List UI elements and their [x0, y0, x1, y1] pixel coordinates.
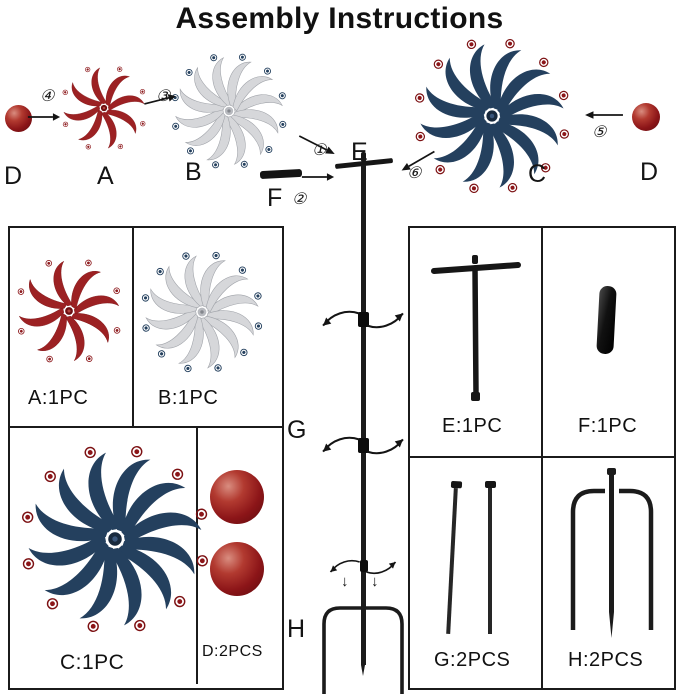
rod-g-part-1-icon: [446, 487, 458, 635]
part-label-f: F:1PC: [578, 415, 638, 437]
rotate-joint-2-icon: [322, 436, 404, 455]
red-ball-part-2-icon: [210, 542, 264, 596]
part-letter-d-right: D: [640, 158, 659, 186]
red-ball-part-1-icon: [210, 470, 264, 524]
part-letter-d-left: D: [4, 162, 23, 190]
rotate-joint-3-icon: [329, 559, 397, 575]
part-label-h: H:2PCS: [568, 649, 644, 671]
spinner-a-small-icon: [58, 62, 150, 154]
spinner-b-small-icon: [168, 50, 290, 172]
arrow-part-f-icon: [301, 172, 335, 182]
insert-down-arrow-left-icon: ↓: [341, 573, 349, 590]
parts-box-right: E:1PC F:1PC G:2PCS H:2PCS: [408, 226, 676, 690]
part-label-b: B:1PC: [158, 387, 219, 409]
rotate-joint-1-icon: [322, 310, 404, 329]
pole-joint-collar-2-icon: [358, 438, 369, 453]
rod-g-part-2-icon: [484, 481, 496, 634]
divider: [10, 426, 282, 428]
part-label-a: A:1PC: [28, 387, 89, 409]
part-letter-g: G: [287, 416, 307, 444]
divider: [541, 228, 543, 688]
step-badge-6: ⑥: [407, 163, 422, 182]
parts-box-left: A:1PC B:1PC C:1PC D:2PCS: [8, 226, 284, 690]
tube-f-part-icon: [596, 285, 617, 355]
part-letter-c: C: [528, 160, 547, 188]
spinner-b-part-icon: [138, 248, 266, 376]
insert-down-arrow-right-icon: ↓: [371, 573, 379, 590]
divider: [132, 228, 134, 426]
part-letter-h: H: [287, 615, 306, 643]
arrow-step5-icon: [584, 110, 624, 120]
spinner-c-part-icon: [16, 440, 214, 638]
step-badge-3: ③: [156, 86, 171, 105]
part-letter-b: B: [185, 158, 202, 186]
spinner-a-part-icon: [12, 254, 126, 368]
step-badge-4: ④: [40, 86, 55, 105]
part-label-g: G:2PCS: [434, 649, 511, 671]
divider: [410, 456, 674, 458]
pole-top-nub-icon: [361, 152, 366, 162]
stake-h-part-icon: [570, 468, 654, 638]
pole-ground-tip-icon: [361, 665, 365, 676]
red-ball-left-icon: [5, 105, 32, 132]
step-badge-2: ②: [292, 189, 307, 208]
part-label-d: D:2PCS: [202, 643, 263, 660]
part-label-c: C:1PC: [60, 651, 125, 674]
pole-joint-collar-3-icon: [360, 560, 368, 572]
divider: [196, 428, 198, 684]
part-label-e: E:1PC: [442, 415, 503, 437]
part-letter-a: A: [97, 162, 114, 190]
pole-joint-collar-1-icon: [358, 312, 369, 327]
arrow-step4-icon: [27, 112, 61, 122]
step-badge-1: ①: [312, 140, 327, 159]
red-ball-right-icon: [632, 103, 660, 131]
center-pole-icon: [361, 165, 366, 665]
page-title: Assembly Instructions: [175, 2, 504, 35]
connector-tube-f-icon: [259, 168, 303, 180]
pole-e-part-icon: [431, 255, 521, 401]
ground-stake-bracket-icon: [322, 606, 404, 694]
spinner-c-large-icon: [410, 34, 574, 198]
step-badge-5: ⑤: [592, 122, 607, 141]
part-letter-f: F: [267, 184, 283, 212]
